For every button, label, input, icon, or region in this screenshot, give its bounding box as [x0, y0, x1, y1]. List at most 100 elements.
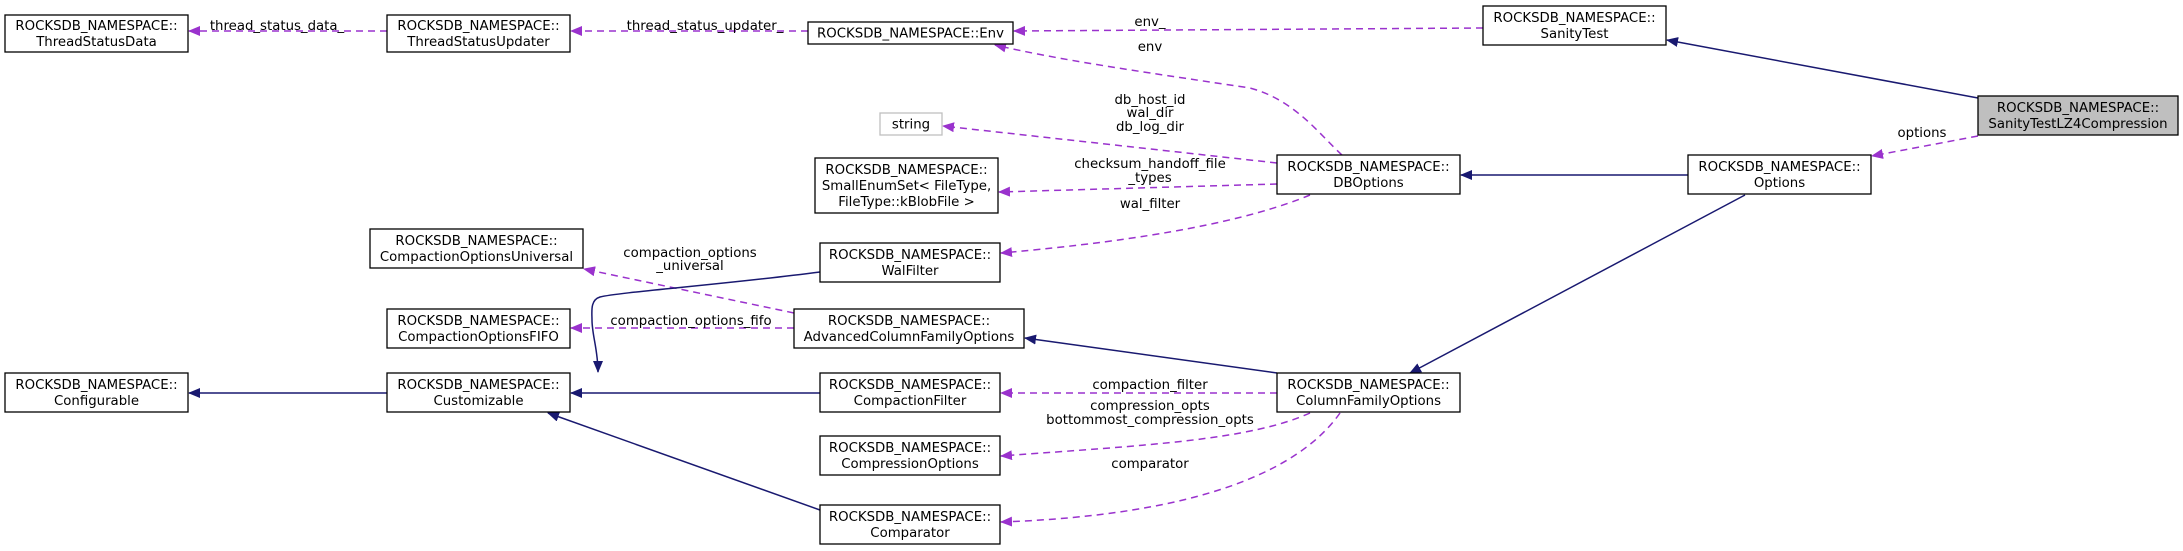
class-node-label: ROCKSDB_NAMESPACE:: [829, 510, 991, 525]
class-node-label: FileType::kBlobFile > [838, 195, 974, 210]
class-node-box [1482, 5, 1667, 46]
edge-label-sanity-test-to-env: env_ [1134, 15, 1165, 30]
class-node-label: ThreadStatusUpdater [406, 35, 550, 50]
class-node-label: CompactionOptionsFIFO [398, 330, 559, 345]
class-node-label: ROCKSDB_NAMESPACE::Env [817, 27, 1004, 42]
class-node-sanity-test-lz4-compression[interactable]: ROCKSDB_NAMESPACE::SanityTestLZ4Compress… [1977, 95, 2179, 136]
class-node-column-family-options[interactable]: ROCKSDB_NAMESPACE::ColumnFamilyOptions [1276, 372, 1461, 413]
class-node-label: ROCKSDB_NAMESPACE:: [15, 378, 177, 393]
class-node-string[interactable]: string [879, 112, 943, 136]
class-node-label: ROCKSDB_NAMESPACE:: [397, 19, 559, 34]
class-node-box [819, 372, 1001, 413]
class-node-box [386, 308, 571, 349]
class-node-label: SmallEnumSet< FileType, [822, 179, 991, 194]
class-node-box [4, 14, 189, 53]
class-node-label: CompactionOptionsUniversal [380, 250, 573, 265]
class-node-box [814, 157, 999, 214]
class-node-label: Configurable [54, 394, 139, 409]
class-node-compression-options[interactable]: ROCKSDB_NAMESPACE::CompressionOptions [819, 435, 1001, 476]
class-node-label: ROCKSDB_NAMESPACE:: [395, 234, 557, 249]
edge-label-advanced-column-family-options-to-compaction-options-fifo: compaction_options_fifo [610, 314, 771, 329]
class-node-compaction-options-fifo[interactable]: ROCKSDB_NAMESPACE::CompactionOptionsFIFO [386, 308, 571, 349]
class-node-compaction-filter[interactable]: ROCKSDB_NAMESPACE::CompactionFilter [819, 372, 1001, 413]
class-node-label: Comparator [870, 526, 950, 541]
member-edge-column-family-options-to-comparator [1000, 412, 1341, 527]
inheritance-edge-wal-filter-to-customizable [591, 271, 821, 373]
member-edge-advanced-column-family-options-to-compaction-options-universal [583, 266, 795, 314]
class-node-box [369, 228, 584, 269]
class-node-label: string [892, 118, 930, 133]
class-node-wal-filter[interactable]: ROCKSDB_NAMESPACE::WalFilter [819, 242, 1001, 283]
class-node-compaction-options-universal[interactable]: ROCKSDB_NAMESPACE::CompactionOptionsUniv… [369, 228, 584, 269]
class-node-box [1276, 372, 1461, 413]
class-node-label: ROCKSDB_NAMESPACE:: [397, 378, 559, 393]
class-node-sanity-test[interactable]: ROCKSDB_NAMESPACE::SanityTest [1482, 5, 1667, 46]
edge-label-column-family-options-to-compression-options: bottommost_compression_opts [1046, 413, 1254, 428]
edge-label-db-options-to-string: db_log_dir [1116, 120, 1185, 135]
class-node-box [1977, 95, 2179, 136]
edge-label-db-options-to-string: db_host_id [1114, 93, 1185, 108]
class-node-label: Customizable [433, 394, 523, 409]
class-node-label: ROCKSDB_NAMESPACE:: [825, 163, 987, 178]
class-node-label: ROCKSDB_NAMESPACE:: [1997, 101, 2159, 116]
member-edge-db-options-to-string [942, 122, 1278, 164]
class-node-label: WalFilter [881, 264, 939, 279]
class-node-label: ROCKSDB_NAMESPACE:: [1287, 160, 1449, 175]
class-node-label: ROCKSDB_NAMESPACE:: [1698, 160, 1860, 175]
class-node-box [4, 372, 189, 413]
class-node-box [386, 372, 571, 413]
class-node-box [807, 21, 1014, 45]
class-node-box [1276, 154, 1461, 195]
member-edge-db-options-to-small-enum-set [998, 183, 1278, 197]
edge-label-advanced-column-family-options-to-compaction-options-universal: compaction_options [623, 246, 756, 261]
class-node-advanced-column-family-options[interactable]: ROCKSDB_NAMESPACE::AdvancedColumnFamilyO… [793, 308, 1025, 349]
class-node-label: ROCKSDB_NAMESPACE:: [829, 378, 991, 393]
class-node-label: ThreadStatusData [35, 35, 157, 50]
class-node-label: DBOptions [1333, 176, 1404, 191]
class-node-label: ROCKSDB_NAMESPACE:: [397, 314, 559, 329]
class-node-customizable[interactable]: ROCKSDB_NAMESPACE::Customizable [386, 372, 571, 413]
edge-label-db-options-to-string: wal_dir [1127, 106, 1175, 121]
edge-label-column-family-options-to-compression-options: compression_opts [1090, 399, 1210, 414]
class-node-comparator[interactable]: ROCKSDB_NAMESPACE::Comparator [819, 504, 1001, 545]
class-node-thread-status-data[interactable]: ROCKSDB_NAMESPACE::ThreadStatusData [4, 14, 189, 53]
class-node-label: Options [1754, 176, 1805, 191]
class-node-small-enum-set[interactable]: ROCKSDB_NAMESPACE::SmallEnumSet< FileTyp… [814, 157, 999, 214]
class-node-box [793, 308, 1025, 349]
edge-label-db-options-to-wal-filter: wal_filter [1120, 197, 1181, 212]
member-edge-sanity-test-lz4-compression-to-options [1871, 135, 1979, 159]
class-node-box [819, 435, 1001, 476]
edge-label-column-family-options-to-compaction-filter: compaction_filter [1092, 378, 1208, 393]
class-node-db-options[interactable]: ROCKSDB_NAMESPACE::DBOptions [1276, 154, 1461, 195]
class-node-label: ROCKSDB_NAMESPACE:: [15, 19, 177, 34]
class-node-label: ColumnFamilyOptions [1296, 394, 1441, 409]
edge-label-db-options-to-small-enum-set: checksum_handoff_file [1074, 157, 1226, 172]
class-node-label: AdvancedColumnFamilyOptions [804, 330, 1015, 345]
member-edge-db-options-to-env [994, 42, 1343, 156]
class-node-box [879, 112, 943, 136]
member-edge-column-family-options-to-compression-options [1000, 412, 1311, 461]
edge-label-thread-status-updater-to-thread-status-data: thread_status_data_ [210, 19, 345, 34]
class-node-label: SanityTestLZ4Compression [1988, 117, 2167, 132]
class-node-configurable[interactable]: ROCKSDB_NAMESPACE::Configurable [4, 372, 189, 413]
class-node-label: SanityTest [1541, 27, 1609, 42]
class-node-options[interactable]: ROCKSDB_NAMESPACE::Options [1687, 154, 1872, 195]
edge-label-env-to-thread-status-updater: thread_status_updater_ [627, 19, 784, 34]
class-node-box [819, 242, 1001, 283]
class-node-label: CompactionFilter [854, 394, 967, 409]
class-node-box [386, 14, 571, 53]
edge-label-advanced-column-family-options-to-compaction-options-universal: _universal [655, 259, 723, 274]
class-node-label: ROCKSDB_NAMESPACE:: [828, 314, 990, 329]
member-edge-sanity-test-to-env [1013, 25, 1484, 36]
class-node-label: ROCKSDB_NAMESPACE:: [1493, 11, 1655, 26]
class-node-thread-status-updater[interactable]: ROCKSDB_NAMESPACE::ThreadStatusUpdater [386, 14, 571, 53]
edge-label-sanity-test-lz4-compression-to-options: options [1898, 126, 1947, 141]
edge-label-db-options-to-env: env [1138, 40, 1163, 55]
class-node-label: ROCKSDB_NAMESPACE:: [829, 248, 991, 263]
edge-label-db-options-to-small-enum-set: _types [1127, 171, 1171, 186]
member-edge-db-options-to-wal-filter [1000, 194, 1311, 258]
class-node-label: ROCKSDB_NAMESPACE:: [829, 441, 991, 456]
class-node-env[interactable]: ROCKSDB_NAMESPACE::Env [807, 21, 1014, 45]
class-node-box [1687, 154, 1872, 195]
